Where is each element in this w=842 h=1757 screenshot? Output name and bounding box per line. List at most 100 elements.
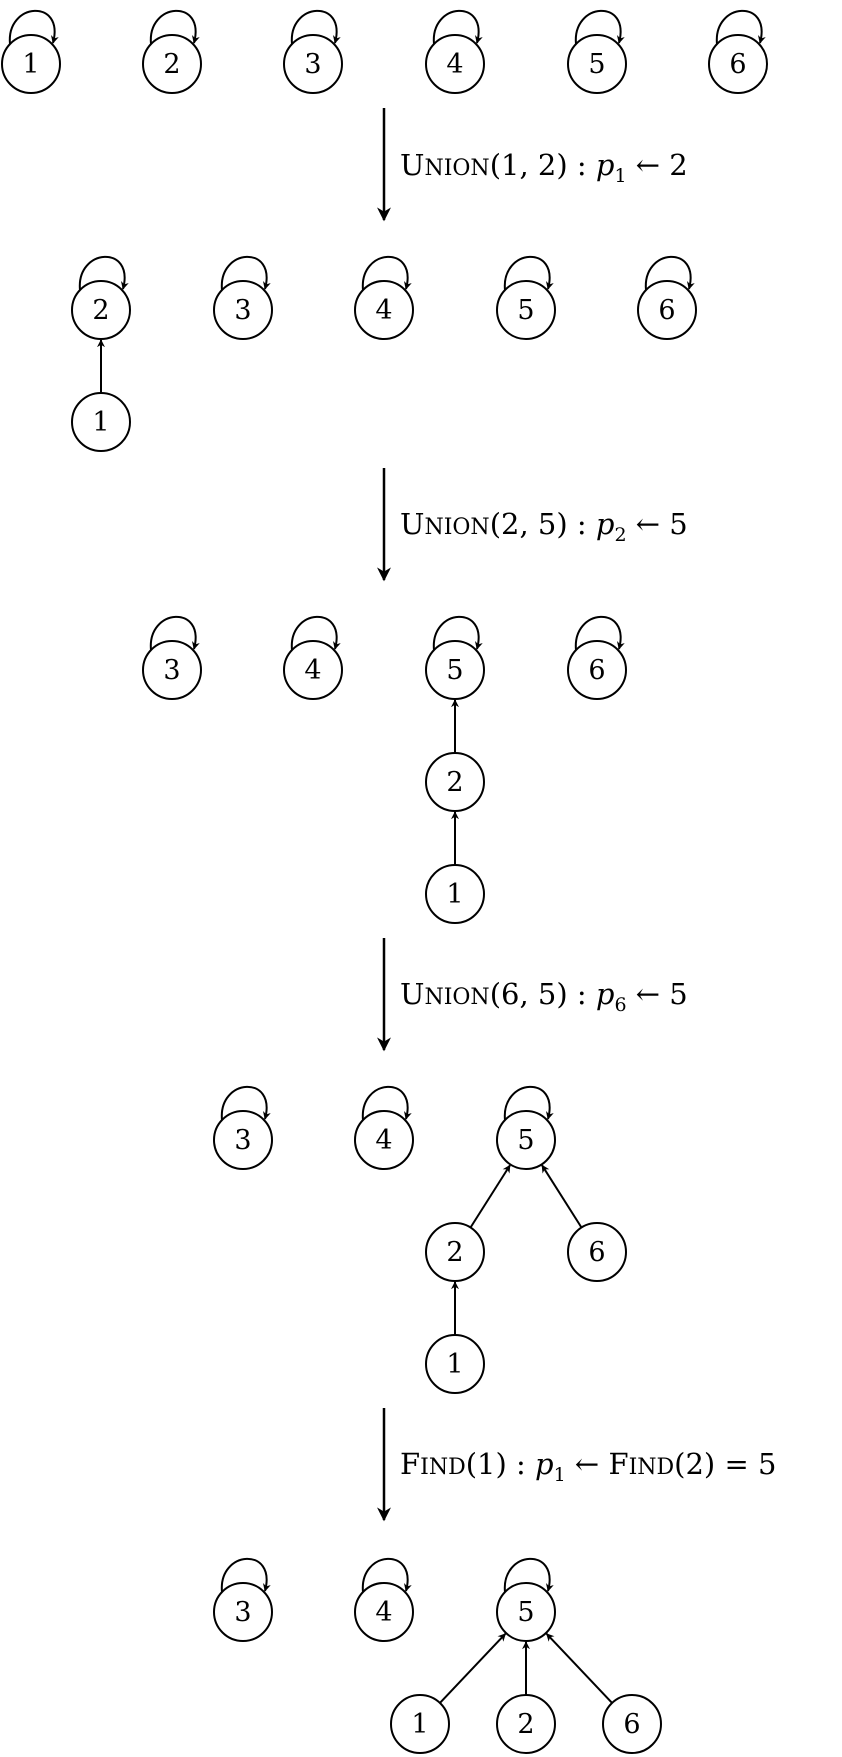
node-stage2-1: 1 [71,392,131,452]
node-stage1-2: 2 [142,34,202,94]
node-circle [283,640,343,700]
self-loop-stage4-node-4 [361,1085,412,1121]
self-loop-stage3-node-5 [432,615,483,651]
node-label: 4 [375,1125,392,1156]
node-stage2-4: 4 [354,280,414,340]
node-stage3-5: 5 [425,640,485,700]
node-label: 4 [304,655,321,686]
self-loop-stage3-node-4 [290,615,341,651]
transition-label-2: UNION(2, 5) : p2 ← 5 [400,507,688,546]
self-loop-stage4-node-5 [503,1085,554,1121]
self-loop-stage2-node-2 [78,255,129,291]
self-loop-stage5-node-3 [220,1557,271,1593]
node-circle [213,1582,273,1642]
self-loop-stage1-node-3 [290,9,341,45]
node-label: 5 [588,49,605,80]
node-label: 3 [163,655,180,686]
self-loop-stage2-node-4 [361,255,412,291]
node-stage2-6: 6 [637,280,697,340]
self-loop-stage1-node-1 [8,9,59,45]
self-loop-stage2-node-5 [503,255,554,291]
node-circle [354,1110,414,1170]
node-stage3-4: 4 [283,640,343,700]
node-label: 5 [517,295,534,326]
node-label: 2 [92,295,109,326]
node-stage3-2: 2 [425,752,485,812]
node-label: 6 [588,655,605,686]
node-circle [425,1222,485,1282]
node-stage4-5: 5 [496,1110,556,1170]
node-label: 3 [234,1125,251,1156]
node-circle [213,1110,273,1170]
node-stage2-3: 3 [213,280,273,340]
node-stage4-1: 1 [425,1334,485,1394]
node-label: 1 [22,49,39,80]
transition-label-4: FIND(1) : p1 ← FIND(2) = 5 [400,1447,776,1486]
self-loop-stage2-node-3 [220,255,271,291]
node-stage5-2: 2 [496,1694,556,1754]
node-circle [602,1694,662,1754]
node-circle [213,280,273,340]
node-circle [390,1694,450,1754]
node-stage3-1: 1 [425,864,485,924]
node-stage3-6: 6 [567,640,627,700]
node-stage4-3: 3 [213,1110,273,1170]
node-label: 5 [517,1125,534,1156]
parent-edge-stage4-6-to-5 [541,1164,583,1229]
parent-edge-stage4-2-to-5 [469,1164,511,1229]
node-circle [142,640,202,700]
parent-edge-stage5-6-to-5 [545,1633,613,1704]
transition-label-3: UNION(6, 5) : p6 ← 5 [400,977,688,1016]
node-stage4-2: 2 [425,1222,485,1282]
self-loop-stage3-node-3 [149,615,200,651]
node-stage5-3: 3 [213,1582,273,1642]
node-circle [496,1110,556,1170]
node-stage1-1: 1 [1,34,61,94]
node-circle [567,640,627,700]
node-circle [425,34,485,94]
node-label: 6 [729,49,746,80]
node-stage5-1: 1 [390,1694,450,1754]
node-stage4-4: 4 [354,1110,414,1170]
node-stage2-2: 2 [71,280,131,340]
node-stage1-3: 3 [283,34,343,94]
node-label: 3 [234,295,251,326]
node-circle [567,1222,627,1282]
node-label: 1 [92,407,109,438]
node-label: 1 [411,1709,428,1740]
self-loop-stage2-node-6 [644,255,695,291]
node-circle [496,1694,556,1754]
node-circle [71,280,131,340]
node-circle [567,34,627,94]
node-stage2-5: 5 [496,280,556,340]
node-label: 6 [588,1237,605,1268]
node-circle [283,34,343,94]
node-circle [637,280,697,340]
self-loop-stage3-node-6 [574,615,625,651]
self-loop-stage1-node-4 [432,9,483,45]
node-label: 1 [446,879,463,910]
transition-label-1: UNION(1, 2) : p1 ← 2 [400,148,688,187]
node-circle [142,34,202,94]
node-stage5-6: 6 [602,1694,662,1754]
node-circle [1,34,61,94]
parent-edge-stage5-1-to-5 [439,1633,507,1704]
node-stage1-5: 5 [567,34,627,94]
node-label: 4 [446,49,463,80]
node-stage3-3: 3 [142,640,202,700]
node-label: 3 [304,49,321,80]
node-circle [354,1582,414,1642]
self-loop-stage4-node-3 [220,1085,271,1121]
node-label: 5 [446,655,463,686]
self-loop-stage1-node-6 [715,9,766,45]
node-label: 6 [623,1709,640,1740]
self-loop-stage1-node-2 [149,9,200,45]
node-circle [425,864,485,924]
node-circle [496,1582,556,1642]
node-label: 2 [517,1709,534,1740]
self-loop-stage1-node-5 [574,9,625,45]
node-circle [708,34,768,94]
node-label: 4 [375,1597,392,1628]
